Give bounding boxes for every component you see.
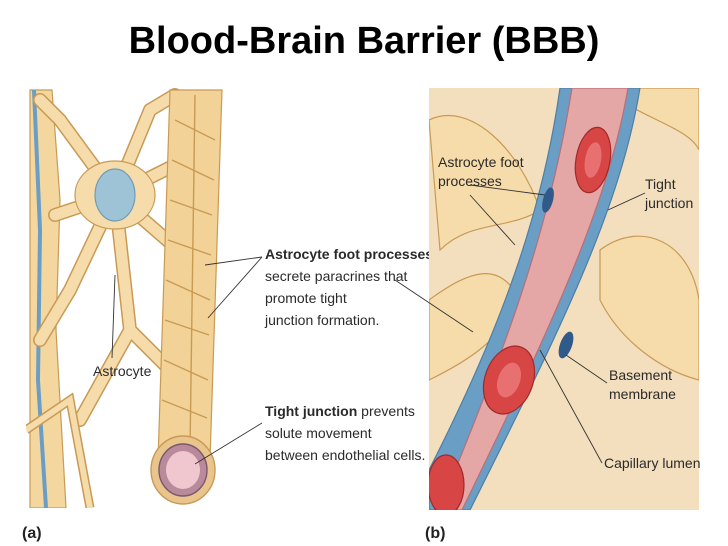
label-foot-processes-line-2: promote tight <box>265 290 347 306</box>
tight-junction-leader-line <box>194 422 263 465</box>
label-astro-foot-line-2: processes <box>438 173 502 189</box>
astrocyte-leader-line <box>111 274 116 359</box>
label-astro-foot-line-1: Astrocyte foot <box>438 154 524 170</box>
basement-leader-line <box>565 354 608 384</box>
panel-a-illustration <box>26 88 242 508</box>
label-basement-line-2: membrane <box>609 386 676 402</box>
slide-title: Blood-Brain Barrier (BBB) <box>128 20 600 62</box>
label-tight-b-line-1: Tight <box>645 176 676 192</box>
label-astrocyte: Astrocyte <box>93 363 152 379</box>
label-foot-processes-line-3: junction formation. <box>264 312 379 328</box>
capillary-lumen-area <box>438 88 629 510</box>
label-foot-processes-bold: Astrocyte foot processes <box>265 246 433 262</box>
label-tight-junction-line-1: Tight junction prevents <box>265 403 415 419</box>
tight-junction-b-leader-line <box>607 192 646 211</box>
panel-a-letter: (a) <box>22 525 42 542</box>
panel-b-letter: (b) <box>425 525 445 542</box>
label-tight-junction-rest: prevents <box>357 403 415 419</box>
label-tight-junction-line-3: between endothelial cells. <box>265 447 425 463</box>
label-tight-junction-line-2: solute movement <box>265 425 372 441</box>
foot-process-leader-line-2 <box>207 256 263 319</box>
astro-foot-leader-line-2 <box>469 194 516 246</box>
astrocyte-nucleus <box>94 168 136 222</box>
label-foot-processes-line-1: secrete paracrines that <box>265 268 408 284</box>
foot-process-leader-line-1 <box>204 256 263 266</box>
label-tight-junction-bold: Tight junction <box>265 403 357 419</box>
label-tight-b-line-2: junction <box>644 195 693 211</box>
astro-foot-leader-line-1 <box>469 184 546 196</box>
label-basement-line-1: Basement <box>609 367 672 383</box>
capillary-lumen-leader-line <box>539 349 603 464</box>
label-capillary-lumen: Capillary lumen <box>604 455 700 471</box>
connector-line <box>394 279 474 333</box>
panel-b-illustration <box>429 88 699 510</box>
